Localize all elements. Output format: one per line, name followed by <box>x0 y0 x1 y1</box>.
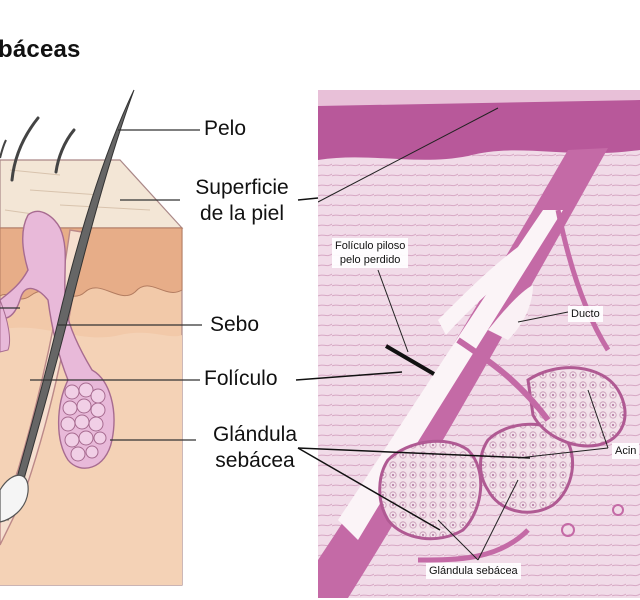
label-glandula-sebacea: Glándula sebácea <box>426 563 521 579</box>
leader-acino-2 <box>587 389 609 449</box>
label-ducto: Ducto <box>568 306 603 322</box>
leader-acino-1 <box>517 447 609 459</box>
page-title: báceas <box>0 36 81 63</box>
histology-micrograph <box>318 90 640 598</box>
label-foliculo: Folículo <box>204 367 278 390</box>
small-hair-2 <box>54 128 76 174</box>
label-superficie: Superficie de la piel <box>186 175 298 227</box>
label-foliculo-piloso: Folículo piloso pelo perdido <box>332 238 409 268</box>
leader-glandula-a <box>437 519 479 561</box>
label-superficie-line2: de la piel <box>199 202 285 225</box>
label-superficie-line1: Superficie <box>195 176 289 199</box>
hair-bulb <box>0 474 29 523</box>
epidermis-band <box>318 98 640 160</box>
label-pelo: Pelo <box>204 117 247 140</box>
label-foliculo-piloso-line2: pelo perdido <box>339 254 401 266</box>
leader-ducto <box>517 311 569 323</box>
skin-diagram <box>0 89 202 586</box>
duct <box>488 285 533 340</box>
label-sebo: Sebo <box>210 313 260 336</box>
label-glandula-line2: sebácea <box>215 449 295 472</box>
leader-superficie-right <box>318 107 499 203</box>
gland-lobule-1 <box>378 439 483 541</box>
label-foliculo-piloso-line1: Folículo piloso <box>335 240 406 252</box>
follicle-width-bar <box>384 344 436 376</box>
leader-piloso <box>377 269 409 353</box>
label-acino: Acin <box>612 443 640 459</box>
small-hair-3 <box>0 139 7 159</box>
leader-glandula-b <box>477 479 519 561</box>
label-glandula: Glándula sebácea <box>200 422 310 474</box>
gland-cells <box>60 382 107 462</box>
small-hair-1 <box>10 116 40 182</box>
label-glandula-line1: Glándula <box>212 423 298 446</box>
